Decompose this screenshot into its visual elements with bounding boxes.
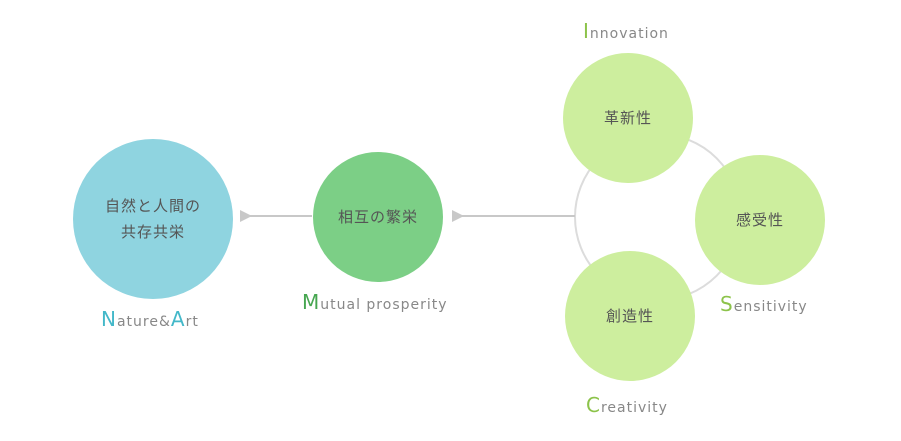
- tag-creativity-rest: reativity: [600, 400, 668, 416]
- tag-mutual-cap: M: [302, 290, 321, 314]
- node-nature-coexistence: 自然と人間の 共存共栄: [73, 139, 233, 299]
- node-creativity-label: 創造性: [605, 307, 654, 325]
- node-mutual-label: 相互の繁栄: [337, 208, 418, 226]
- node-nature-label: 自然と人間の 共存共栄: [104, 197, 201, 241]
- tag-creativity-cap: C: [586, 393, 601, 417]
- node-mutual-prosperity: 相互の繁栄: [313, 152, 443, 282]
- tag-mutual-prosperity: Mutual prosperity: [302, 290, 448, 314]
- tag-nature-cap1: N: [101, 307, 117, 331]
- tag-nature-rest1: ature&: [116, 314, 171, 330]
- tag-sensitivity: Sensitivity: [720, 292, 808, 316]
- tag-innovation-rest: nnovation: [589, 26, 669, 42]
- node-sensitivity-label: 感受性: [735, 211, 784, 229]
- tag-nature-rest2: rt: [185, 314, 199, 330]
- node-innovation-label: 革新性: [603, 109, 652, 127]
- node-innovation: 革新性: [563, 53, 693, 183]
- tag-innovation: Innovation: [583, 19, 669, 43]
- tag-creativity: Creativity: [586, 393, 668, 417]
- node-sensitivity: 感受性: [695, 155, 825, 285]
- tag-innovation-cap: I: [583, 19, 590, 43]
- tag-sensitivity-rest: ensitivity: [733, 299, 808, 315]
- tag-mutual-rest: utual prosperity: [320, 297, 448, 313]
- node-creativity: 創造性: [565, 251, 695, 381]
- tag-nature-art: Nature&Art: [101, 307, 199, 331]
- tag-nature-cap2: A: [170, 307, 186, 331]
- tag-sensitivity-cap: S: [720, 292, 734, 316]
